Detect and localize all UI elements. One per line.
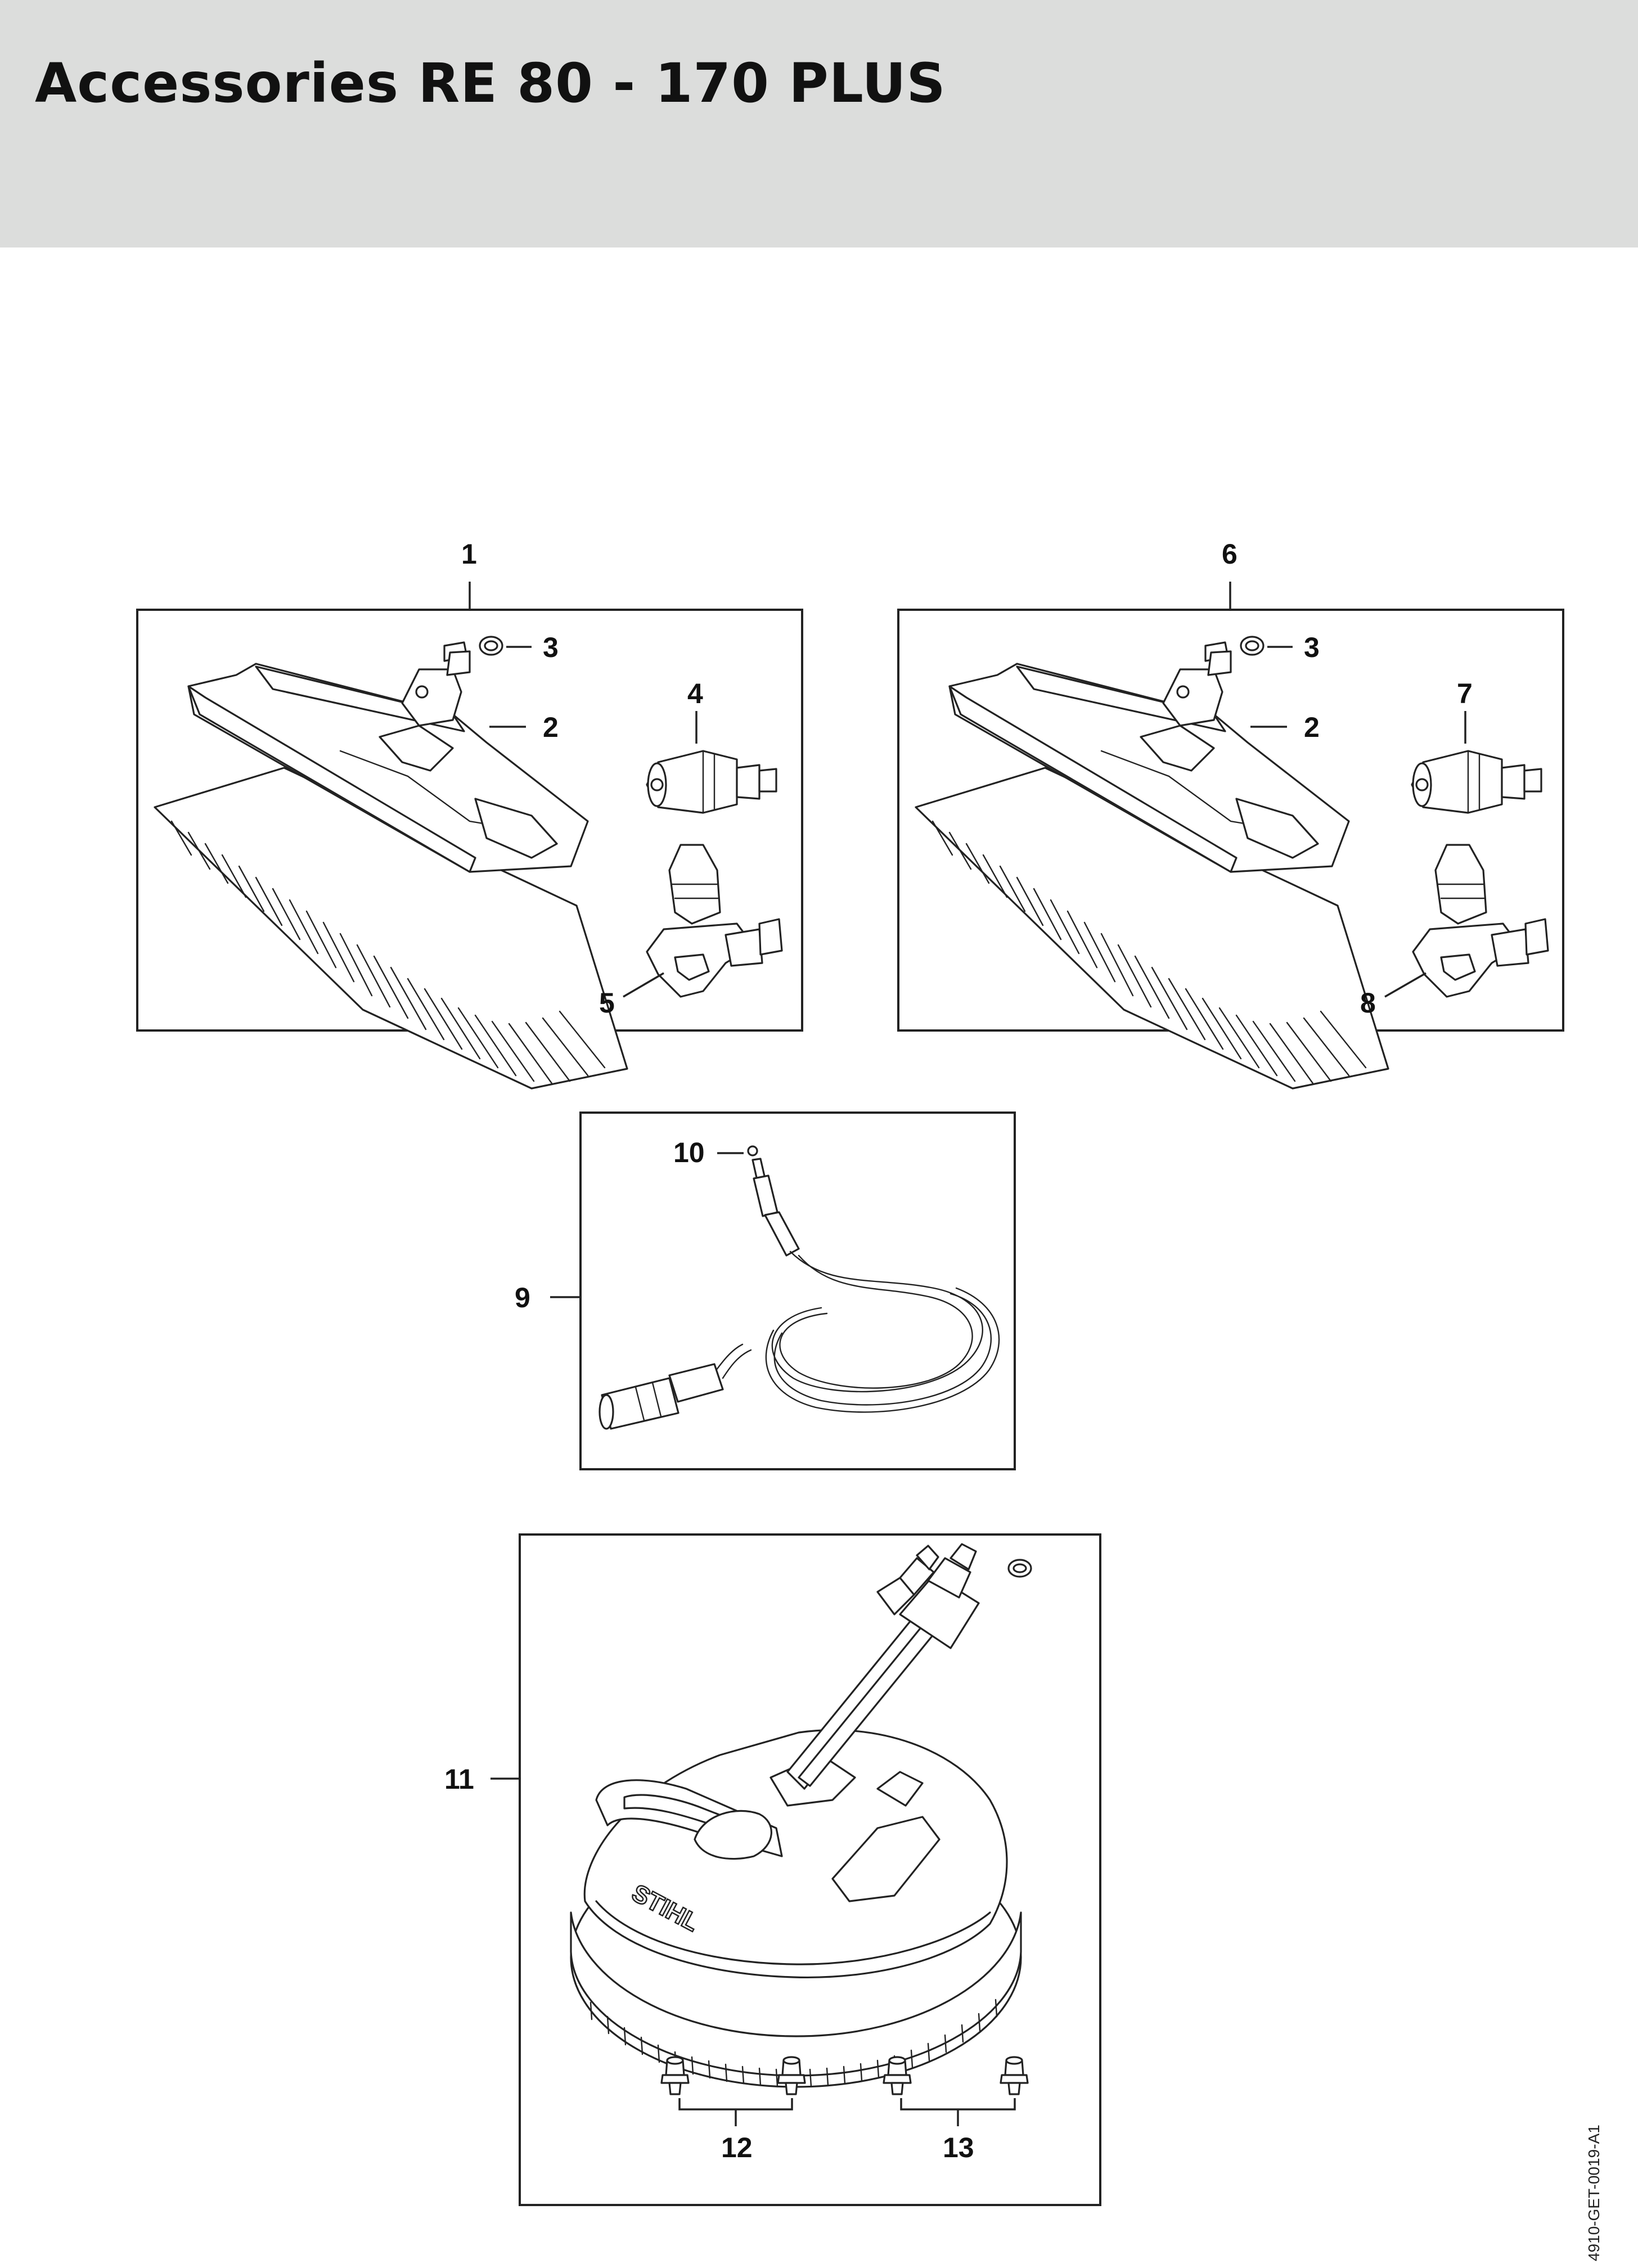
frame-11 <box>519 1533 1101 2206</box>
surface-cleaner-panel-11: 11 <box>444 1533 1101 2206</box>
surface-cleaner-icon: STIHL <box>570 1543 1032 2088</box>
callout-5: 5 <box>599 987 615 1019</box>
brush-kit-panel-1: 1 3 2 4 5 <box>136 538 803 1090</box>
callout-10: 10 <box>673 1137 705 1168</box>
frame-9 <box>579 1112 1016 1470</box>
rotating-nozzle-icon <box>1411 750 1542 814</box>
angle-nozzle-icon <box>1412 844 1549 998</box>
callout-13: 13 <box>943 2132 974 2163</box>
callout-3a: 3 <box>543 632 559 663</box>
o-ring-icon <box>1240 636 1264 656</box>
document-code: 4910-GET-0019-A1 <box>1585 2125 1603 2261</box>
extension-hose-icon <box>598 1158 1000 1430</box>
brush-kit-panel-6: 6 3 2 7 8 <box>897 538 1564 1090</box>
angle-nozzle-icon <box>646 844 783 998</box>
callout-4: 4 <box>687 678 703 709</box>
o-ring-icon <box>479 636 503 656</box>
washing-brush-icon <box>915 641 1389 1090</box>
washing-brush-icon <box>154 641 628 1090</box>
nozzle-connector-icon <box>1000 2056 1029 2095</box>
callout-8: 8 <box>1360 987 1376 1019</box>
o-ring-icon <box>747 1145 758 1156</box>
page-title: Accessories RE 80 - 170 PLUS <box>35 52 946 115</box>
callout-11: 11 <box>444 1763 474 1795</box>
callout-7: 7 <box>1457 678 1473 709</box>
callout-9: 9 <box>515 1282 530 1313</box>
callout-3b: 3 <box>1304 632 1320 663</box>
callout-1: 1 <box>461 538 477 570</box>
hose-panel-9: 9 10 <box>515 1112 1016 1470</box>
callout-12: 12 <box>721 2132 753 2163</box>
callout-2a: 2 <box>543 712 559 743</box>
rotating-nozzle-icon <box>646 750 777 814</box>
callout-6: 6 <box>1222 538 1238 570</box>
header-band <box>0 0 1638 248</box>
callout-2b: 2 <box>1304 712 1320 743</box>
